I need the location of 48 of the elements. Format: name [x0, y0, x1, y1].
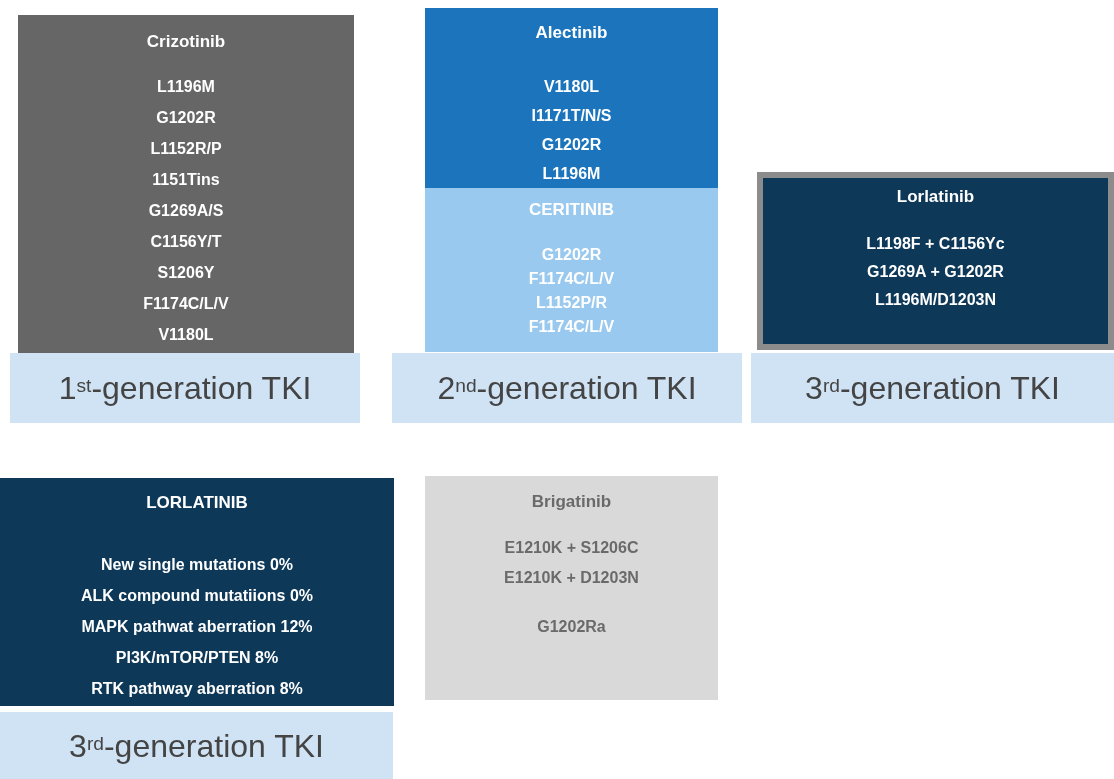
generation-label: 3$^{rd}$-generation TKI [805, 369, 1060, 408]
mutation-text: F1174C/L/V [143, 294, 229, 314]
drug-box [18, 15, 354, 353]
mutation-text: L1196M [542, 164, 601, 184]
mutation-text: C1156Y/T [150, 232, 222, 252]
drug-box [0, 478, 394, 706]
mutation-text: G1202R [541, 135, 602, 155]
drug-name: LORLATINIB [146, 493, 248, 513]
mutation-text: PI3K/mTOR/PTEN 8% [115, 648, 279, 668]
mutation-text: G1269A/S [148, 201, 224, 221]
mutation-text: V1180L [158, 325, 214, 345]
drug-name: CERITINIB [529, 200, 614, 220]
generation-label: 3$^{rd}$-generation TKI [69, 726, 324, 766]
mutation-text: V1180L [543, 77, 600, 97]
mutation-text: 1151Tins [152, 170, 220, 190]
mutation-text: S1206Y [157, 263, 215, 283]
mutation-text: MAPK pathwat aberration 12% [81, 617, 313, 637]
drug-box [425, 188, 718, 352]
mutation-text: L1196M/D1203N [875, 290, 996, 310]
drug-box [425, 476, 718, 700]
generation-label: 1$^{st}$-generation TKI [58, 369, 312, 408]
mutation-text: F1174C/L/V [528, 269, 615, 289]
generation-band [392, 353, 742, 423]
generation-band [751, 353, 1114, 423]
mutation-text: ALK compound mutatiions 0% [81, 586, 313, 606]
mutation-text: G1202Ra [537, 617, 606, 637]
generation-label: 2$^{nd}$-generation TKI [437, 369, 697, 408]
drug-box [757, 172, 1114, 350]
mutation-text: G1202R [541, 245, 602, 265]
mutation-text: L1196M [157, 77, 215, 97]
drug-name: Lorlatinib [896, 187, 975, 207]
mutation-text: L1198F + C1156Yc [866, 234, 1005, 254]
mutation-text: RTK pathway aberration 8% [91, 679, 303, 699]
mutation-text: F1174C/L/V [528, 317, 615, 337]
generation-band [0, 712, 393, 779]
mutation-text: G1269A + G1202R [867, 262, 1004, 282]
drug-name: Crizotinib [146, 32, 226, 52]
mutation-text: I1171T/N/S [531, 106, 612, 126]
mutation-text: L1152P/R [535, 293, 608, 313]
drug-name: Alectinib [535, 23, 608, 43]
mutation-text: E1210K + S1206C [504, 538, 639, 558]
mutation-text: New single mutations 0% [100, 555, 293, 575]
mutation-text: E1210K + D1203N [504, 568, 639, 588]
drug-name: Brigatinib [531, 492, 612, 512]
mutation-text: L1152R/P [150, 139, 222, 159]
mutation-text: G1202R [156, 108, 216, 128]
drug-box [425, 8, 718, 188]
generation-band [10, 353, 360, 423]
